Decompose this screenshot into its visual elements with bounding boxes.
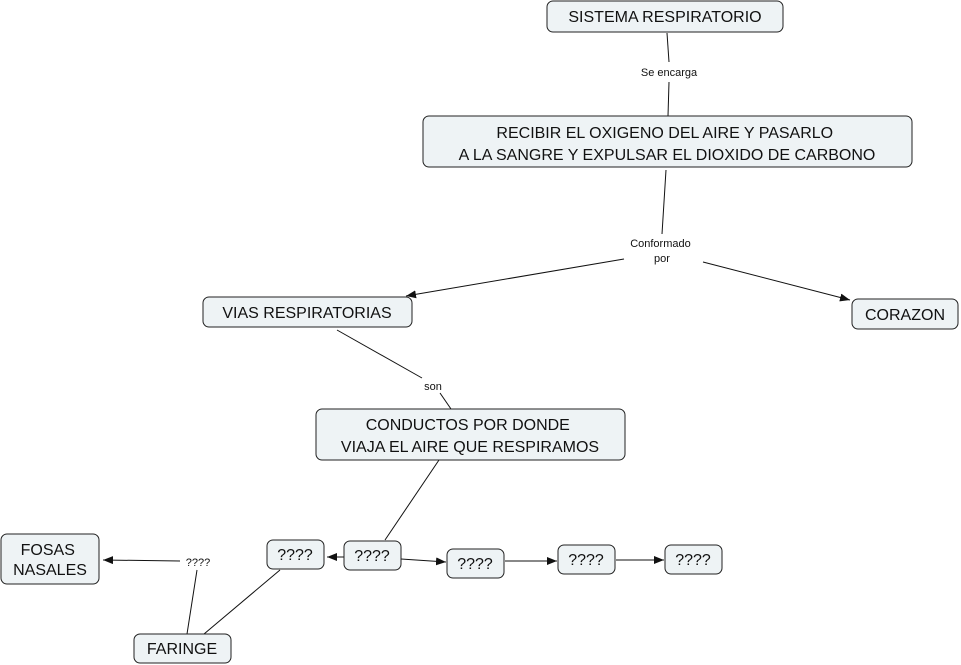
connector-sistema-to-label [666, 32, 670, 63]
svg-text:????: ???? [675, 552, 711, 569]
connector-label-to-fosas [102, 556, 181, 565]
connector-label-to-corazon [702, 261, 851, 302]
svg-text:????: ???? [568, 552, 604, 569]
node-question-center[interactable]: ???? [343, 540, 402, 571]
node-conductos[interactable]: CONDUCTOS POR DONDE VIAJA EL AIRE QUE RE… [315, 408, 626, 461]
svg-text:RECIBIR EL OXIGENO DEL AIRE Y: RECIBIR EL OXIGENO DEL AIRE Y PASARLO A … [459, 125, 876, 164]
node-recibir-oxigeno[interactable]: RECIBIR EL OXIGENO DEL AIRE Y PASARLO A … [422, 115, 913, 168]
node-corazon[interactable]: CORAZON [851, 298, 959, 330]
connector-lines [102, 32, 851, 635]
connector-label-to-vias [405, 258, 625, 299]
svg-text:FOSAS NASALES: FOSAS NASALES [13, 542, 87, 579]
svg-text:????: ???? [457, 556, 493, 573]
connector-conductos-to-center [384, 459, 440, 541]
node-fosas-nasales[interactable]: FOSAS NASALES [0, 533, 100, 585]
connector-left-to-faringe [203, 569, 281, 635]
node-question-left[interactable]: ???? [266, 539, 325, 570]
node-vias-respiratorias[interactable]: VIAS RESPIRATORIAS [202, 296, 413, 328]
connector-recibir-to-label [661, 169, 667, 235]
connector-label-to-conductos [439, 392, 452, 410]
node-sistema-respiratorio[interactable]: SISTEMA RESPIRATORIO [546, 0, 784, 33]
link-label-conformado-por: Conformado por [630, 238, 694, 265]
connector-faringe-to-label [186, 569, 198, 635]
svg-text:FARINGE: FARINGE [147, 641, 217, 658]
connector-vias-to-label [336, 329, 423, 379]
link-labels: Se encarga Conformado por son ???? [186, 67, 698, 569]
svg-text:CONDUCTOS POR DONDE VI: CONDUCTOS POR DONDE VIAJA EL AIRE QUE RE… [341, 417, 599, 456]
link-label-question: ???? [186, 557, 210, 569]
svg-text:SISTEMA RESPIRATORIO: SISTEMA RESPIRATORIO [568, 9, 761, 26]
svg-text:VIAS RESPIRATORIAS: VIAS RESPIRATORIAS [222, 305, 391, 322]
link-label-son: son [424, 381, 442, 393]
node-question-right-3[interactable]: ???? [664, 544, 723, 575]
svg-text:????: ???? [277, 547, 313, 564]
node-question-right-1[interactable]: ???? [446, 548, 505, 579]
node-question-right-2[interactable]: ???? [557, 544, 616, 575]
svg-text:CORAZON: CORAZON [865, 307, 945, 324]
node-faringe[interactable]: FARINGE [133, 633, 232, 664]
connector-label-to-recibir [667, 81, 670, 117]
link-label-se-encarga: Se encarga [641, 67, 698, 79]
svg-text:????: ???? [354, 548, 390, 565]
connector-center-to-right1 [400, 557, 447, 566]
